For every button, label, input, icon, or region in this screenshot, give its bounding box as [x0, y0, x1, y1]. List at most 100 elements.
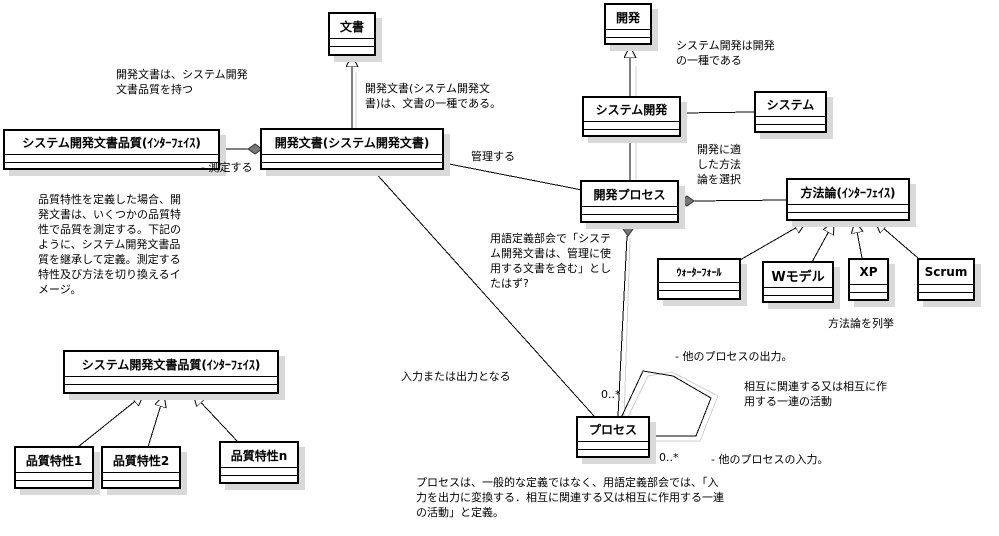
class-operations: [788, 213, 908, 220]
note-quality: 品質特性を定義した場合、開 発文書は、いくつかの品質特 性で品質を測定する。下記…: [38, 193, 181, 296]
class-quality-char-n[interactable]: 品質特性n: [219, 441, 299, 484]
class-attributes: [578, 442, 648, 450]
label-manage: 管理する: [471, 150, 515, 163]
class-operations: [606, 38, 650, 45]
label-other-input: - 他のプロセスの入力。: [711, 453, 829, 466]
class-process[interactable]: プロセス: [576, 416, 650, 458]
realization-quality-1: [77, 394, 144, 448]
class-attributes: [16, 473, 92, 481]
class-attributes: [788, 205, 908, 213]
class-attributes: [584, 122, 679, 130]
class-operations: [919, 293, 973, 300]
aggregation-diamond-process: [622, 222, 634, 237]
class-attributes: [262, 155, 442, 163]
multiplicity-bottom: 0..*: [659, 451, 679, 464]
note-has-quality: 開発文書は、システム開発 文書品質を持つ: [116, 68, 248, 96]
class-quality-char-1[interactable]: 品質特性1: [14, 446, 94, 489]
class-attributes: [330, 39, 374, 47]
class-name: システム開発文書品質(ｲﾝﾀｰﾌｪｲｽ): [65, 352, 277, 377]
class-name: プロセス: [578, 418, 648, 442]
class-name: システム: [756, 93, 825, 117]
class-operations: [659, 291, 739, 298]
note-process-definition: プロセスは、一般的な定義ではなく、用語定義部会では、「入 力を出力に変換する．相…: [416, 476, 724, 519]
association-input-output: [372, 169, 595, 417]
self-association-process: [620, 370, 712, 437]
class-attributes: [582, 207, 677, 215]
class-operations: [16, 481, 92, 488]
class-xp[interactable]: XP: [848, 258, 889, 301]
class-dev-process[interactable]: 開発プロセス: [580, 180, 679, 223]
class-quality-char-2[interactable]: 品質特性2: [101, 446, 181, 489]
class-operations: [850, 293, 887, 300]
class-attributes: [659, 283, 739, 291]
class-name: Scrum: [919, 260, 973, 285]
note-doc-is-kind: 開発文書(システム開発文 書)は、文書の一種である。: [365, 82, 502, 110]
class-name: 開発: [606, 5, 650, 30]
aggregation-methodology: [692, 199, 787, 202]
class-operations: [764, 296, 832, 303]
class-system-development[interactable]: システム開発: [582, 96, 681, 137]
class-name: 品質特性2: [103, 448, 179, 473]
association-system: [680, 111, 755, 114]
realization-waterfall: [739, 222, 806, 261]
realization-xp: [855, 221, 862, 259]
class-methodology[interactable]: 方法論(ｲﾝﾀｰﾌｪｲｽ): [786, 178, 910, 221]
label-measure: - 測定する: [201, 161, 253, 174]
realization-quality-n: [193, 394, 239, 443]
label-other-output: - 他のプロセスの出力。: [675, 350, 793, 363]
class-attributes: [221, 468, 297, 476]
class-attributes: [850, 285, 887, 293]
aggregation-process: [617, 235, 628, 417]
class-attributes: [919, 285, 973, 293]
class-dev-document[interactable]: 開発文書(システム開発文書): [260, 128, 444, 170]
class-attributes: [764, 288, 832, 296]
class-operations: [578, 450, 648, 457]
association-manage: [443, 162, 583, 191]
class-name: 文書: [330, 14, 374, 39]
class-attributes: [103, 473, 179, 481]
multiplicity-top: 0..*: [601, 388, 621, 401]
class-operations: [65, 385, 277, 392]
class-name: ｳｫｰﾀｰﾌｫｰﾙ: [659, 260, 739, 283]
class-development[interactable]: 開発: [604, 3, 652, 45]
note-select-method: 開発に適 した方法 論を選択: [697, 143, 741, 186]
realization-w-model: [811, 222, 834, 263]
class-waterfall[interactable]: ｳｫｰﾀｰﾌｫｰﾙ: [657, 258, 741, 300]
class-document[interactable]: 文書: [328, 12, 376, 56]
class-quality-interface-bottom[interactable]: システム開発文書品質(ｲﾝﾀｰﾌｪｲｽ): [63, 350, 279, 394]
class-name: システム開発文書品質(ｲﾝﾀｰﾌｪｲｽ): [5, 131, 218, 155]
class-name: 方法論(ｲﾝﾀｰﾌｪｲｽ): [788, 180, 908, 205]
class-attributes: [756, 117, 825, 125]
class-operations: [584, 130, 679, 137]
class-operations: [582, 215, 677, 222]
aggregation-diamond-methodology: [679, 195, 695, 207]
class-operations: [262, 163, 442, 170]
class-operations: [221, 476, 297, 483]
realization-scrum: [875, 221, 919, 259]
class-attributes: [65, 377, 277, 385]
class-name: 品質特性n: [221, 443, 297, 468]
class-operations: [756, 125, 825, 132]
note-mutual-activity: 相互に関連する又は相互に作 用する一連の活動: [744, 380, 887, 408]
class-name: Wモデル: [764, 263, 832, 288]
class-name: システム開発: [584, 98, 679, 122]
class-w-model[interactable]: Wモデル: [762, 261, 834, 303]
class-system[interactable]: システム: [754, 91, 827, 133]
class-operations: [330, 47, 374, 54]
class-operations: [103, 481, 179, 488]
class-scrum[interactable]: Scrum: [917, 258, 975, 301]
label-input-output: 入力または出力となる: [401, 370, 511, 383]
note-enumerate-methods: 方法論を列挙: [828, 317, 894, 330]
class-attributes: [606, 30, 650, 38]
class-name: XP: [850, 260, 887, 285]
class-attributes: [5, 155, 218, 163]
class-name: 開発文書(システム開発文書): [262, 130, 442, 155]
class-name: 開発プロセス: [582, 182, 677, 207]
note-sysdev-is-kind: システム開発は開発 の一種である: [676, 39, 775, 67]
class-name: 品質特性1: [16, 448, 92, 473]
class-operations: [5, 163, 218, 170]
note-terms: 用語定義部会で「システ ム開発文書は、管理に使 用する文書を含む」とし たはず?: [490, 232, 611, 290]
class-quality-interface-top[interactable]: システム開発文書品質(ｲﾝﾀｰﾌｪｲｽ): [3, 129, 220, 170]
